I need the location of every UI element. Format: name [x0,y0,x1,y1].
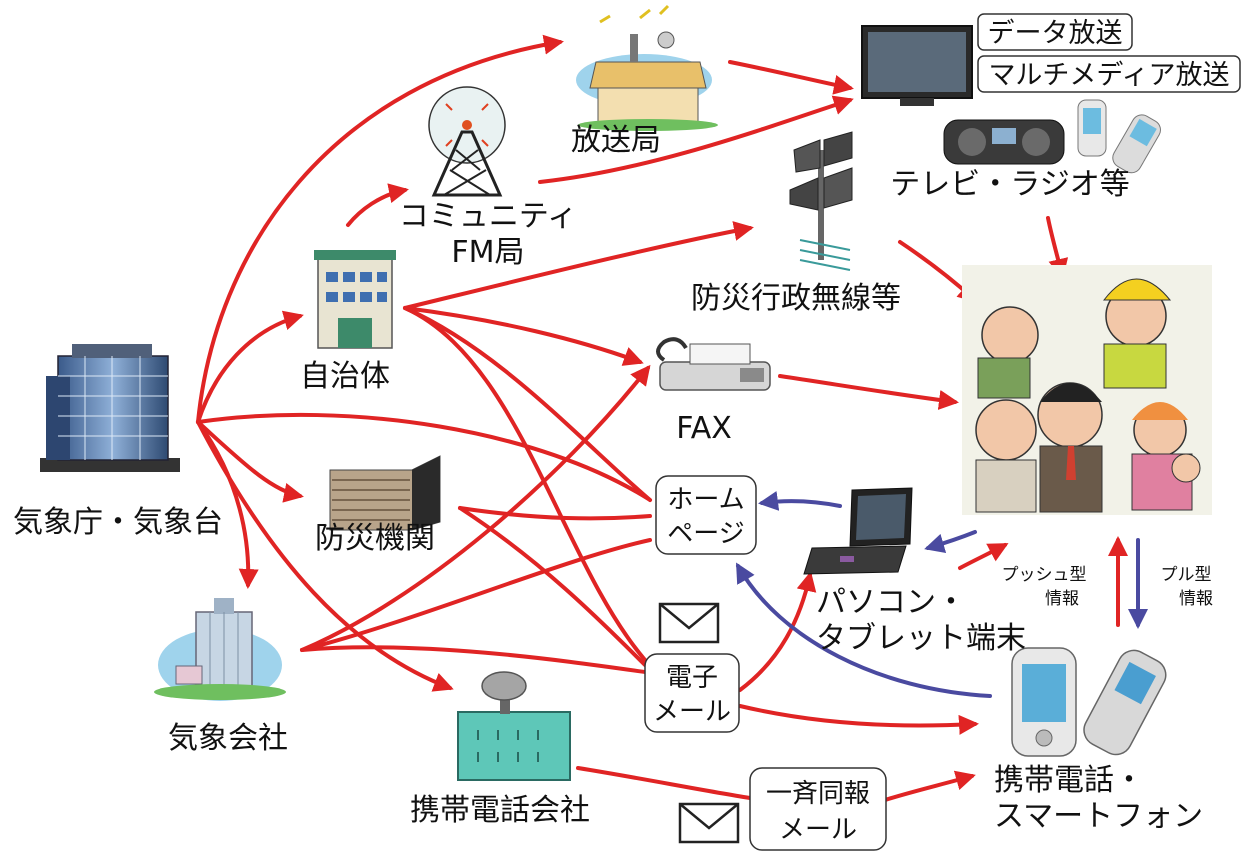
local-gov-label: 自治体 [300,359,390,394]
email-box: 電子 メール [644,653,740,733]
laptop-icon [803,487,913,575]
arrow-disaster-agency-to-homepage [458,506,652,521]
disaster-agency-building-icon [329,455,441,531]
arrow-jma-to-broadcaster [196,34,564,424]
broadcast-mail-box: 一斉同報 メール [749,767,887,851]
community-fm-label-line-1: コミュニティ [399,199,577,234]
arrow-jma-to-local-gov [196,310,304,424]
email-label-line-2: メール [653,697,731,727]
envelope-icon [678,802,740,844]
push-info-label-line-1: プッシュ型 [1002,565,1087,585]
mobile-phone-label-line-2: スマートフォン [994,799,1203,834]
weather-company-building-icon [154,598,286,701]
envelope-icon [658,602,720,644]
red-arrows [196,34,1128,802]
arrow-local-gov-to-homepage [403,306,652,502]
tv-set-icon [861,25,973,106]
community-fm-label-line-2: FM局 [451,235,524,270]
arrow-jma-to-mobile-carrier [196,420,454,692]
arrow-weather-company-to-email [300,645,647,674]
arrow-jma-to-weather-company [196,420,259,589]
radio-icon [943,119,1065,165]
email-label-line-1: 電子 [666,663,718,693]
broadcast-mail-label-line-1: 一斉同報 [766,779,870,809]
data-broadcast-label: データ放送 [988,18,1123,49]
arrow-broadcaster-to-tv [728,60,854,95]
arrow-broadcast-mail-to-mobile [883,770,976,802]
jma-building-icon [40,344,180,472]
arrow-pc-to-people-push [958,543,1009,570]
disaster-radio-speaker-icon [789,131,853,271]
pull-info-label-line-2: 情報 [1179,589,1213,609]
people-group-icon [962,265,1212,515]
mobile-phone-label-line-1: 携帯電話・ [994,763,1144,798]
arrow-jma-to-disaster-agency [196,420,304,503]
arrow-local-gov-to-community-fm [346,183,409,227]
arrow-local-gov-to-disaster-radio [403,221,754,310]
local-gov-building-icon [314,250,396,349]
multimedia-broadcast-label: マルチメディア放送 [988,60,1229,91]
mobile-carrier-building-icon [457,671,571,781]
arrow-community-fm-to-tv [538,95,854,184]
blue-arrows [736,491,1148,698]
tv-radio-label: テレビ・ラジオ等 [890,167,1129,202]
arrow-weather-company-to-homepage [300,538,652,652]
community-fm-tower-icon [428,86,506,197]
arrow-pc-to-homepage [758,491,842,511]
homepage-label-line-1: ホーム [667,485,744,515]
broadcast-mail-label-line-2: メール [779,815,857,845]
arrow-email-to-mobile [738,704,979,735]
arrow-email-to-pc [738,571,817,692]
weather-company-label: 気象会社 [168,721,288,756]
jma-label: 気象庁・気象台 [13,505,223,540]
arrow-jma-to-homepage [196,412,652,502]
broadcaster-label: 放送局 [571,123,661,158]
pull-info-label-line-1: プル型 [1161,565,1212,585]
data-broadcast-box: データ放送 [977,13,1133,51]
broadcaster-building-icon [576,4,718,131]
disaster-agency-label: 防災機関 [315,521,435,556]
arrow-carrier-to-broadcast-mail [576,766,752,800]
pc-label-line-2: タブレット端末 [816,621,1026,656]
disaster-radio-label: 防災行政無線等 [691,281,901,316]
arrow-people-to-pc [924,530,977,554]
pc-label-line-1: パソコン・ [816,585,966,620]
homepage-box: ホーム ページ [655,475,757,555]
mobile-phones-icon [1011,647,1167,757]
mobile-carrier-label: 携帯電話会社 [410,793,590,828]
multimedia-broadcast-box: マルチメディア放送 [977,55,1241,93]
fax-machine-icon [656,337,771,391]
fax-label: FAX [676,411,732,446]
push-info-label-line-2: 情報 [1045,589,1079,609]
arrow-fax-to-people [778,374,959,410]
arrow-local-gov-to-fax [403,306,644,366]
homepage-label-line-2: ページ [667,519,744,549]
small-phones-icon [1077,99,1161,174]
arrow-local-gov-to-email [403,306,647,662]
arrow-weather-company-to-fax [300,364,651,652]
arrow-mobile-to-homepage [736,562,992,698]
